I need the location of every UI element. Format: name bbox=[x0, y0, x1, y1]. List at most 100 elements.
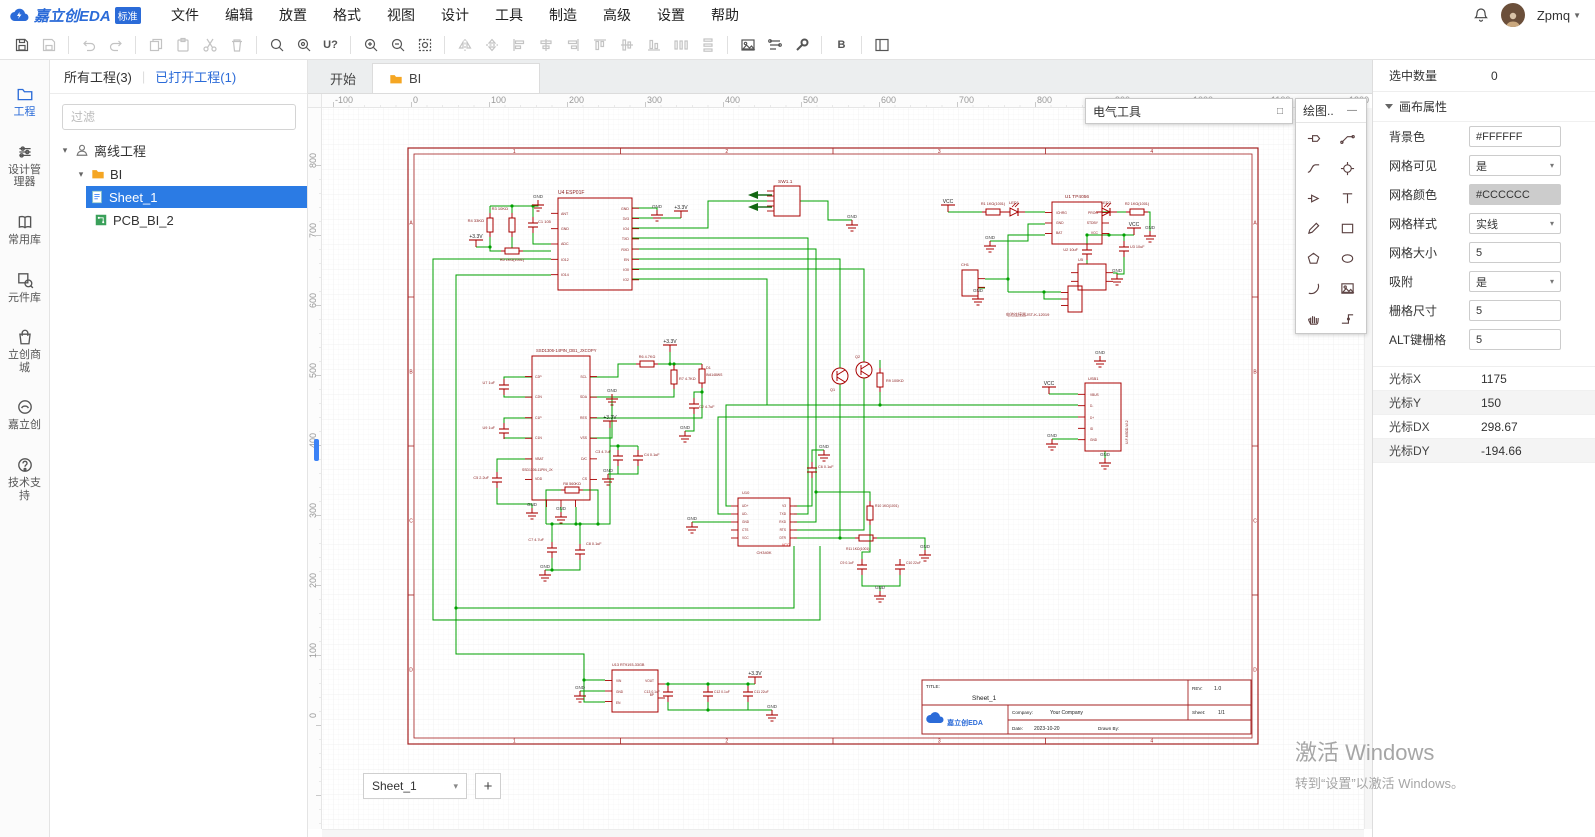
cut-button[interactable] bbox=[196, 33, 223, 57]
align-middle-button[interactable] bbox=[613, 33, 640, 57]
menu-设计[interactable]: 设计 bbox=[441, 7, 469, 23]
canvas-properties-section[interactable]: 画布属性 bbox=[1373, 92, 1595, 122]
tree-item-sheet1[interactable]: Sheet_1 bbox=[86, 186, 307, 208]
capacitor-c9[interactable] bbox=[857, 559, 867, 575]
sidebar-item-mall[interactable]: 立创商城 bbox=[2, 321, 48, 381]
rect-tool[interactable] bbox=[1330, 213, 1364, 243]
gnd-symbol[interactable]: GND bbox=[606, 388, 618, 406]
capacitor-c1[interactable] bbox=[528, 217, 538, 233]
doc-tab-开始[interactable]: 开始 bbox=[314, 63, 372, 93]
gnd-symbol[interactable]: GND bbox=[766, 704, 778, 722]
search2-button[interactable] bbox=[290, 33, 317, 57]
component-ch1[interactable] bbox=[961, 269, 985, 297]
wire[interactable] bbox=[800, 200, 852, 221]
user-menu[interactable]: Zpmq ▼ bbox=[1537, 8, 1581, 23]
align-top-button[interactable] bbox=[586, 33, 613, 57]
component-conn[interactable] bbox=[1061, 285, 1083, 313]
align-right-button[interactable] bbox=[559, 33, 586, 57]
restore-panel-icon[interactable]: □ bbox=[1276, 105, 1283, 117]
zoom-out-button[interactable] bbox=[384, 33, 411, 57]
align-bottom-button[interactable] bbox=[640, 33, 667, 57]
capacitor-u3c[interactable] bbox=[1119, 241, 1129, 257]
gnd-symbol[interactable]: GND bbox=[984, 235, 996, 253]
components[interactable] bbox=[525, 185, 1122, 713]
wire[interactable] bbox=[667, 702, 748, 711]
netlist-button[interactable] bbox=[761, 33, 788, 57]
flip-h-button[interactable] bbox=[451, 33, 478, 57]
gnd-symbol[interactable]: GND bbox=[539, 564, 551, 582]
avatar[interactable] bbox=[1500, 3, 1525, 27]
wire[interactable] bbox=[632, 207, 658, 210]
tree-item-project-bi[interactable]: ▾ BI bbox=[50, 162, 307, 186]
capacitor-u7c[interactable] bbox=[499, 379, 509, 395]
wire[interactable] bbox=[496, 488, 533, 508]
caret-down-icon[interactable]: ▾ bbox=[78, 168, 84, 179]
gnd-symbol[interactable]: GND bbox=[1099, 452, 1111, 470]
gnd-symbol[interactable]: GND bbox=[1144, 225, 1156, 243]
wire[interactable] bbox=[861, 575, 901, 587]
gnd-symbol[interactable]: GND bbox=[526, 502, 538, 520]
input-网格大小[interactable]: 5 bbox=[1469, 242, 1561, 263]
color-swatch-背景色[interactable]: #FFFFFF bbox=[1469, 126, 1561, 147]
caret-down-icon[interactable]: ▾ bbox=[62, 144, 68, 155]
wire[interactable] bbox=[583, 680, 605, 703]
copy-button[interactable] bbox=[142, 33, 169, 57]
wire[interactable] bbox=[1007, 234, 1045, 292]
text-tool[interactable] bbox=[1330, 183, 1364, 213]
wire[interactable] bbox=[632, 248, 817, 523]
resistor-r3[interactable] bbox=[508, 213, 516, 237]
tree-item-pcb[interactable]: PCB_BI_2 bbox=[50, 208, 307, 232]
zoom-area-button[interactable] bbox=[411, 33, 438, 57]
gnd-symbol[interactable]: GND bbox=[874, 585, 886, 603]
power-flag[interactable]: VCC bbox=[941, 199, 955, 212]
net-arrow-icon[interactable] bbox=[748, 191, 772, 199]
color-swatch-网格颜色[interactable]: #CCCCCC bbox=[1469, 184, 1561, 205]
wire[interactable] bbox=[432, 258, 821, 621]
filter-input[interactable] bbox=[62, 104, 296, 130]
dist-v-button[interactable] bbox=[694, 33, 721, 57]
gnd-symbol[interactable]: GND bbox=[686, 516, 698, 534]
sidebar-item-book[interactable]: 常用库 bbox=[2, 206, 48, 254]
save2-button[interactable] bbox=[35, 33, 62, 57]
wire[interactable] bbox=[632, 278, 768, 405]
component-u8[interactable] bbox=[525, 355, 597, 507]
resistor-r5[interactable] bbox=[501, 247, 523, 255]
input-栅格尺寸[interactable]: 5 bbox=[1469, 300, 1561, 321]
image2-tool[interactable] bbox=[1330, 273, 1364, 303]
bom-button[interactable]: B bbox=[828, 33, 855, 57]
trash-button[interactable] bbox=[223, 33, 250, 57]
menu-高级[interactable]: 高级 bbox=[603, 7, 631, 23]
resistor-r11[interactable] bbox=[855, 534, 877, 542]
transistors[interactable] bbox=[831, 361, 873, 385]
save-button[interactable] bbox=[8, 33, 35, 57]
select-网格可见[interactable]: 是▾ bbox=[1469, 155, 1561, 176]
netflag-tool[interactable] bbox=[1296, 183, 1330, 213]
leds[interactable] bbox=[1004, 202, 1117, 217]
ground-symbols[interactable]: GND GND GND GND GND GND GND GND GND GND GND GND GND G… bbox=[526, 194, 1156, 722]
scrollbar-vertical[interactable] bbox=[1364, 108, 1372, 829]
gnd-symbol[interactable]: GND bbox=[846, 214, 858, 232]
gnd-symbol[interactable]: GND bbox=[679, 425, 691, 443]
wire[interactable] bbox=[861, 525, 871, 559]
bell-icon[interactable] bbox=[1473, 7, 1489, 23]
tree-item-offline-projects[interactable]: ▾ 离线工程 bbox=[50, 138, 307, 162]
gnd-symbol[interactable]: GND bbox=[651, 204, 663, 222]
drawing-tools-panel[interactable]: 绘图.. — bbox=[1295, 98, 1367, 334]
capacitor-c7[interactable] bbox=[547, 542, 557, 558]
doc-tab-BI[interactable]: BI bbox=[372, 63, 541, 93]
wire[interactable] bbox=[794, 378, 865, 531]
menu-工具[interactable]: 工具 bbox=[495, 7, 523, 23]
wire[interactable] bbox=[590, 363, 636, 378]
power-flag[interactable]: +3.3V bbox=[674, 205, 688, 218]
wire[interactable] bbox=[632, 258, 841, 368]
gnd-symbol[interactable]: GND bbox=[1046, 433, 1058, 451]
wire[interactable] bbox=[496, 458, 532, 472]
wire[interactable] bbox=[632, 200, 767, 229]
menu-放置[interactable]: 放置 bbox=[279, 7, 307, 23]
wire[interactable] bbox=[503, 376, 532, 379]
component-u4[interactable] bbox=[551, 197, 639, 291]
capacitor-c13[interactable] bbox=[663, 686, 673, 702]
gnd-symbol[interactable]: GND bbox=[919, 544, 931, 562]
